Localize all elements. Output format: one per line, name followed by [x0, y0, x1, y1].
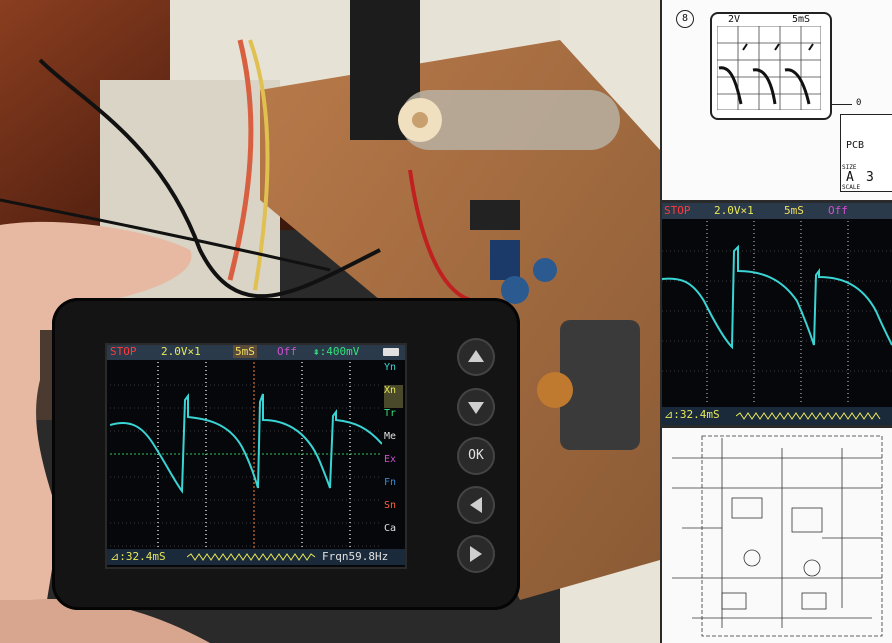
battery-icon — [383, 348, 399, 356]
diagram-index: 8 — [676, 10, 694, 28]
down-arrow-icon — [468, 402, 484, 414]
right-button[interactable] — [457, 535, 495, 573]
menu-item-fn[interactable]: Fn — [384, 477, 397, 488]
menu-item-ca[interactable]: Ca — [384, 523, 397, 534]
inset-timeline-zigzag — [736, 412, 881, 420]
diagram-graticule — [717, 26, 821, 110]
inset-cursor-text: ⊿:32.4mS — [664, 408, 720, 421]
timebase-text: 5mS — [233, 345, 257, 358]
waveform-trace — [110, 393, 382, 494]
ok-button[interactable]: OK — [457, 437, 495, 475]
cursor-text: ⊿:32.4mS — [110, 550, 166, 563]
screenshot-inset: STOP 2.0V×1 5mS Off ⊿:32.4mS — [662, 203, 892, 425]
zero-line — [832, 104, 852, 105]
menu-item-me[interactable]: Me — [384, 431, 397, 442]
title-block-size: SIZE — [842, 164, 857, 171]
trigger-text: ⇞:400mV — [313, 345, 360, 358]
inset-timebase-text: 5mS — [784, 204, 804, 217]
menu-item-ex[interactable]: Ex — [384, 454, 397, 465]
mode-text: Off — [277, 345, 297, 358]
title-block-scale: SCALE — [842, 184, 861, 191]
title-block — [840, 114, 892, 192]
device-screen: STOP 2.0V×1 5mS Off ⇞:400mV — [105, 343, 407, 569]
volts-text: 2.0V×1 — [161, 345, 201, 358]
inset-waveform-trace — [662, 244, 892, 350]
zero-label: 0 — [856, 98, 862, 108]
timeline-zigzag — [187, 553, 316, 561]
diagram-volts: 2V — [728, 14, 741, 25]
inset-volts-text: 2.0V×1 — [714, 204, 754, 217]
status-text: STOP — [110, 345, 137, 358]
title-block-num: 3 — [866, 170, 874, 185]
menu-item-tr[interactable]: Tr — [384, 408, 397, 419]
frequency-text: Frqn59.8Hz — [322, 550, 389, 563]
inset-waveform-plot — [662, 221, 892, 403]
bottom-bar — [107, 549, 405, 565]
inset-mode-text: Off — [828, 204, 848, 217]
diagram-scope-frame — [710, 12, 832, 120]
manual-diagram-panel: 8 2V 5mS 0 PCB SIZE A 3 SCALE — [662, 0, 892, 200]
left-button[interactable] — [457, 486, 495, 524]
inset-bottom-bar — [662, 407, 892, 425]
menu-item-xn[interactable]: Xn — [384, 385, 403, 408]
inset-status-text: STOP — [664, 204, 691, 217]
title-block-a: A — [846, 170, 854, 185]
schematic-panel — [662, 428, 892, 643]
up-arrow-icon — [468, 350, 484, 362]
schematic-drawing — [672, 435, 883, 637]
right-arrow-icon — [470, 546, 482, 562]
waveform-plot — [110, 362, 382, 548]
down-button[interactable] — [457, 388, 495, 426]
menu-item-sn[interactable]: Sn — [384, 500, 397, 511]
up-button[interactable] — [457, 338, 495, 376]
title-block-pcb: PCB — [846, 140, 865, 151]
diagram-waveform — [718, 66, 811, 105]
side-menu: Yn Xn Tr Me Ex Fn Sn Ca — [384, 362, 403, 548]
inset-status-bar — [662, 203, 892, 219]
left-arrow-icon — [470, 497, 482, 513]
menu-item-yn[interactable]: Yn — [384, 362, 397, 373]
diagram-timebase: 5mS — [792, 14, 811, 25]
